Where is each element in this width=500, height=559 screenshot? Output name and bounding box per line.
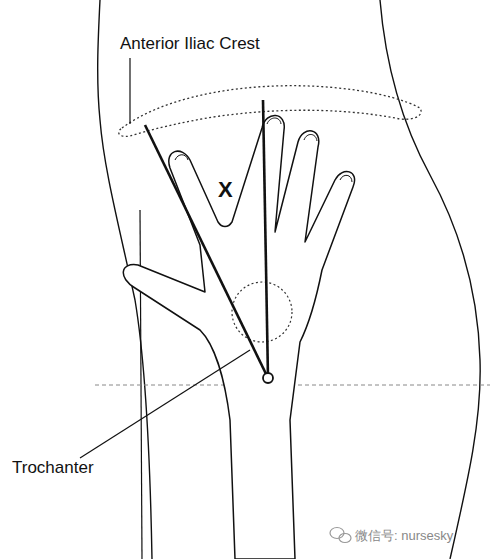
hand-drawing: [123, 115, 354, 559]
triangle-line: [263, 100, 268, 378]
triangle-line: [145, 125, 268, 378]
leader-line: [80, 350, 250, 458]
watermark: 微信号: nursesky: [355, 527, 453, 545]
nail: [267, 118, 281, 124]
leader-line: [129, 58, 130, 124]
nail: [304, 134, 317, 141]
trochanter-outline: [232, 282, 292, 342]
site-marker: X: [218, 177, 233, 203]
nail: [340, 175, 352, 182]
body-outline-right: [380, 0, 480, 559]
part-label: Anterior Iliac Crest: [120, 34, 260, 54]
nail: [175, 155, 188, 160]
part-label: Trochanter: [12, 458, 94, 478]
trochanter-point: [263, 373, 273, 383]
wechat-icon: [330, 528, 351, 543]
